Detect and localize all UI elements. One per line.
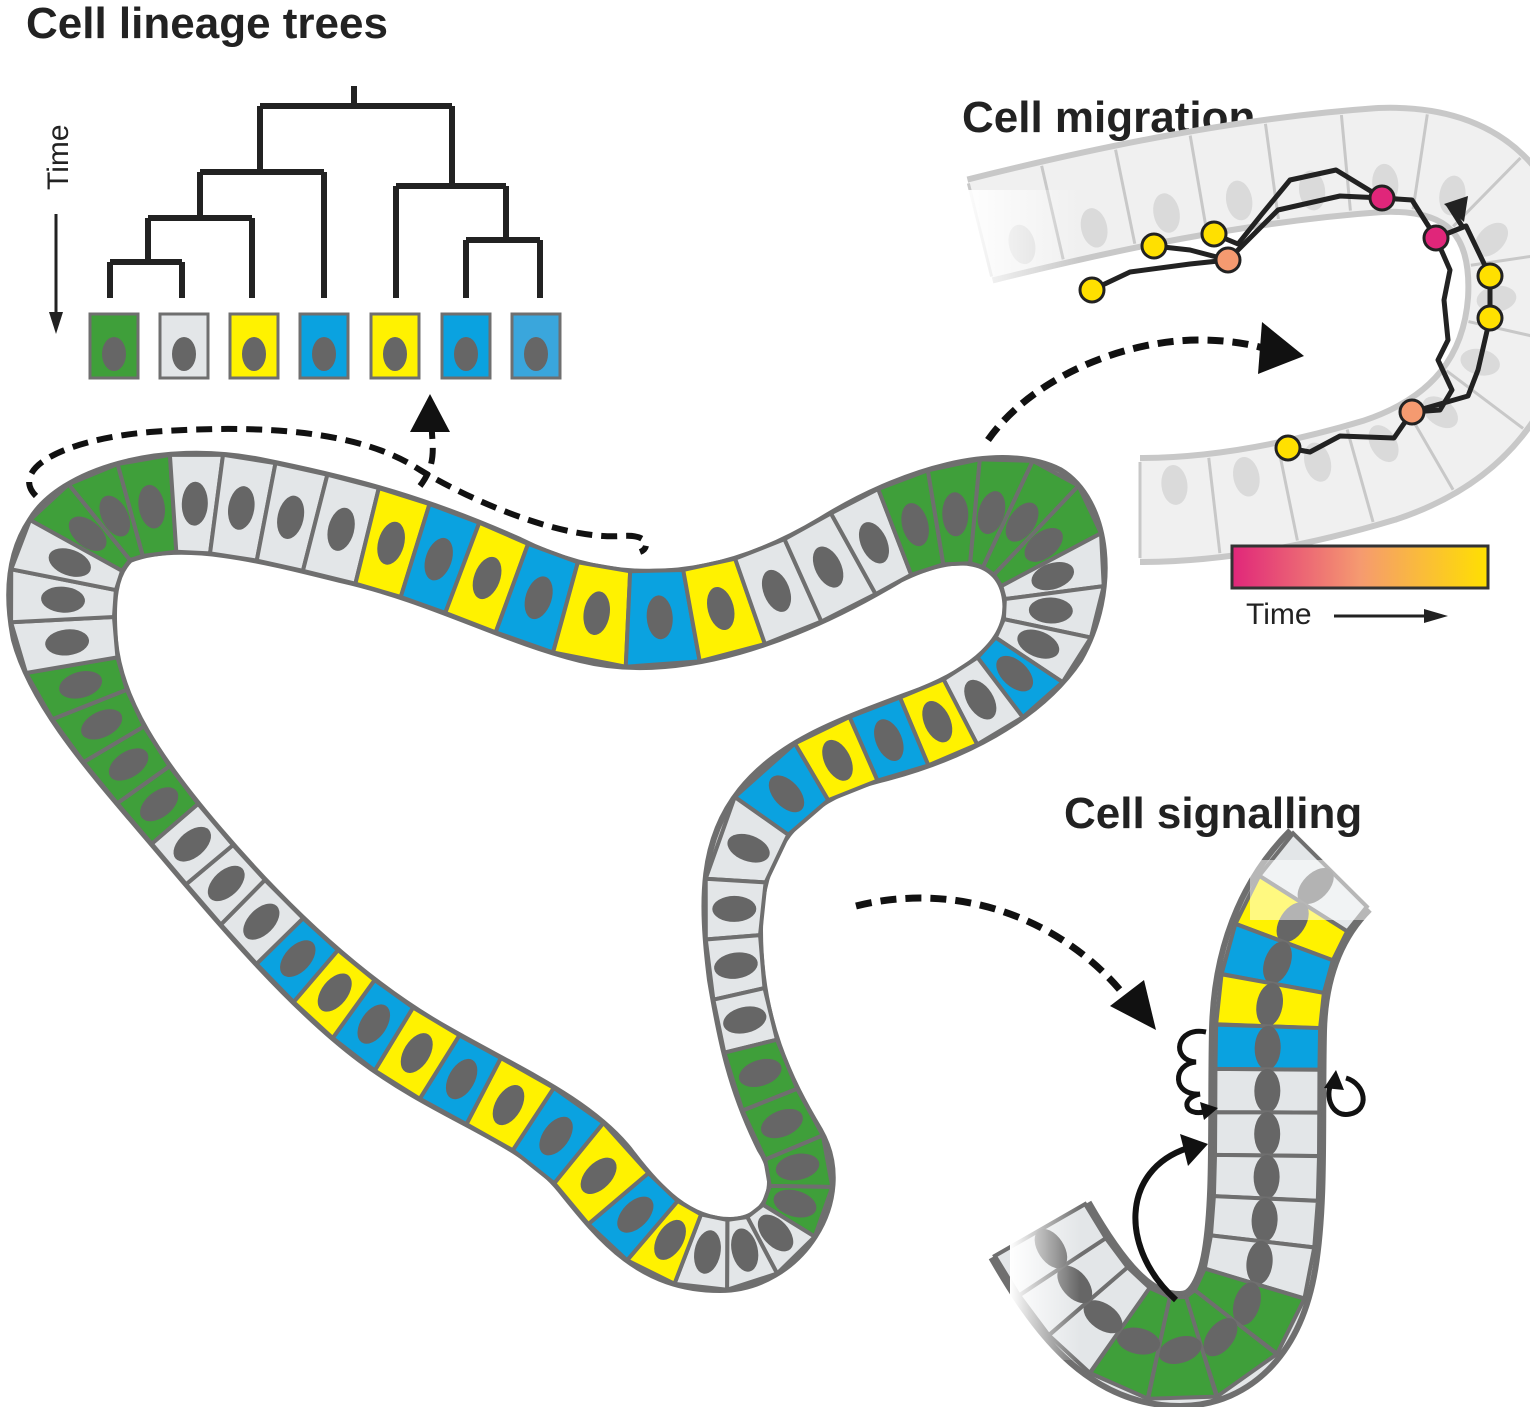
lineage-leaf-cell xyxy=(298,312,350,380)
lineage-leaf-cell xyxy=(510,312,562,380)
tissue-cell xyxy=(463,1055,557,1153)
migration-cell-border xyxy=(1276,446,1299,541)
tissue-cell xyxy=(993,616,1095,685)
juxtacrine-symbol xyxy=(1176,1028,1207,1116)
tissue-cell xyxy=(550,560,633,670)
tissue-cell xyxy=(703,876,768,942)
tissue-cell xyxy=(980,458,1082,578)
migration-cell-nucleus xyxy=(1233,456,1260,497)
migration-cell-nucleus xyxy=(1080,208,1108,248)
track-point-yellow xyxy=(1200,220,1228,248)
track-point-yellow xyxy=(1140,232,1168,260)
track-point-orange xyxy=(1214,246,1242,274)
time-colorbar xyxy=(1230,544,1490,590)
signalling-cell xyxy=(1213,1110,1322,1159)
tissue-cell xyxy=(300,472,382,587)
tissue-cell xyxy=(828,486,914,597)
paracrine-arrow xyxy=(1132,1145,1189,1303)
tissue-cell xyxy=(22,655,130,722)
signalling-panel xyxy=(988,828,1410,1407)
autocrine-arrow xyxy=(1326,1075,1366,1117)
track-point-magenta xyxy=(1368,184,1396,212)
lineage-leaf-cell xyxy=(158,312,210,380)
migration-cell-border xyxy=(1411,114,1429,210)
lineage-time-axis: Time xyxy=(42,124,75,334)
tissue-cells xyxy=(8,452,1107,1293)
track-point-yellow xyxy=(1078,276,1106,304)
lineage-title: Cell lineage trees xyxy=(26,0,388,48)
signalling-cell xyxy=(1213,1066,1322,1115)
migration-time-legend: Time xyxy=(1230,544,1490,631)
signalling-dashed-arrow xyxy=(855,894,1123,993)
lineage-leaf-cell xyxy=(369,312,421,380)
tissue-cell xyxy=(968,457,1036,570)
main-tissue xyxy=(6,450,1108,1294)
lineage-leaf-cell xyxy=(88,312,140,380)
signalling-cell xyxy=(1087,1285,1173,1402)
migration-cell-nucleus xyxy=(1153,193,1180,233)
migration-cell-border xyxy=(1207,457,1222,554)
track-point-orange xyxy=(1398,398,1426,426)
signalling-cell xyxy=(1202,1233,1317,1301)
migration-cell-nucleus xyxy=(1368,425,1399,463)
signalling-cell xyxy=(1213,1022,1323,1072)
signalling-cell xyxy=(1219,921,1336,996)
signalling-cell xyxy=(1213,971,1327,1031)
migration-panel xyxy=(960,104,1530,565)
migration-cell-border xyxy=(1114,149,1137,245)
migration-arrow-head xyxy=(1258,322,1304,374)
migration-dashed-arrow xyxy=(985,336,1272,443)
lineage-arrow-head xyxy=(410,394,450,432)
tissue-cell xyxy=(8,517,125,593)
signalling-arrow-head xyxy=(1110,980,1156,1030)
migration-cell-nucleus xyxy=(1474,222,1509,257)
track-point-yellow xyxy=(1274,434,1302,462)
track-point-magenta xyxy=(1422,224,1450,252)
lineage-leaf-cell xyxy=(228,312,280,380)
lineage-leaf-cell xyxy=(440,312,492,380)
tissue-cell xyxy=(371,1004,463,1102)
lineage-leaf-cells xyxy=(88,312,562,380)
migration-cell-border xyxy=(1188,135,1208,231)
track-point-yellow xyxy=(1476,262,1504,290)
paracrine-arrow-head xyxy=(1180,1134,1208,1166)
migration-cell-border xyxy=(1263,123,1280,220)
track-point-yellow xyxy=(1476,304,1504,332)
tissue-cell xyxy=(114,763,201,847)
migration-cell-border xyxy=(1345,429,1375,523)
migration-cell-nucleus xyxy=(1225,180,1253,221)
track-arrow-head xyxy=(1444,196,1468,222)
migration-cell-border xyxy=(1445,369,1524,430)
lineage-tree xyxy=(107,86,543,298)
migration-time-label: Time xyxy=(1246,598,1312,631)
migration-cell-nucleus xyxy=(1161,465,1188,505)
lineage-time-label: Time xyxy=(42,124,75,190)
signalling-cell xyxy=(1211,1152,1322,1203)
signalling-title: Cell signalling xyxy=(1064,789,1362,838)
signalling-cell xyxy=(1208,1193,1320,1250)
